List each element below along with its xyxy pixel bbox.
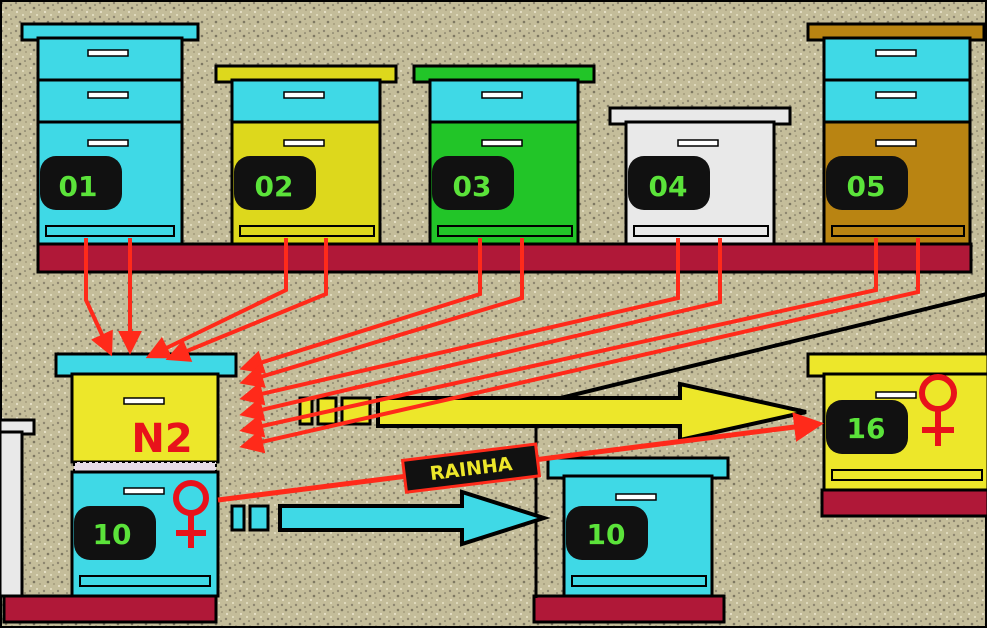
- left-hive-number: 10: [93, 518, 132, 551]
- hive-10-center: [548, 458, 728, 596]
- hive-02: [216, 66, 396, 244]
- hive-03-number: 03: [453, 170, 492, 203]
- hive-05-number: 05: [847, 170, 886, 203]
- center-hive-number: 10: [587, 518, 626, 551]
- hive-05: [808, 24, 984, 244]
- hive-01-number: 01: [59, 170, 98, 203]
- right-hive-stand: [822, 490, 987, 516]
- n2-label: N2: [131, 416, 192, 462]
- left-hive-stand: [4, 596, 216, 622]
- right-hive-number: 16: [847, 412, 886, 445]
- hive-04: [610, 108, 790, 244]
- hive-03: [414, 66, 594, 244]
- hive-01: [22, 24, 198, 244]
- hive-04-number: 04: [649, 170, 688, 203]
- center-hive-stand: [534, 596, 724, 622]
- hive-n2-10: [56, 354, 236, 596]
- top-hive-stand: [38, 244, 971, 272]
- hive-16: [808, 354, 987, 490]
- hive-02-number: 02: [255, 170, 294, 203]
